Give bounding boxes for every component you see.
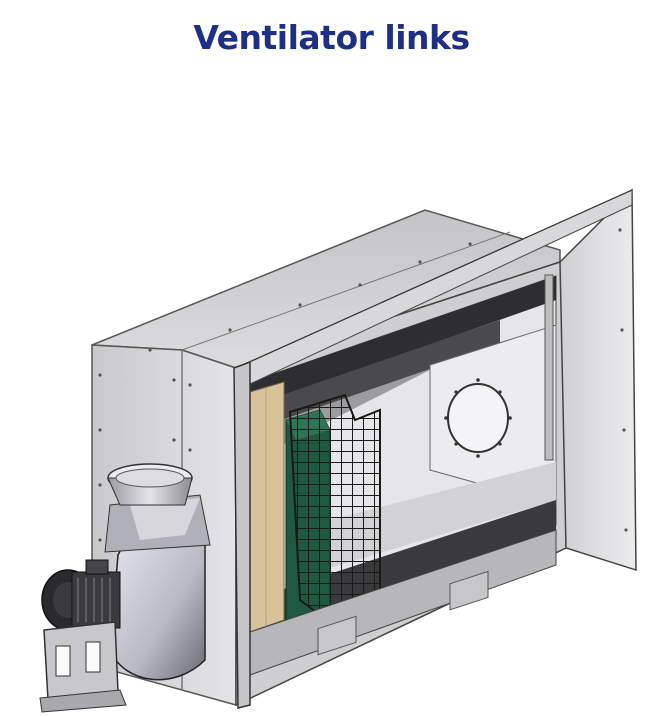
wire-mesh-filter [288,393,381,617]
page-title: Ventilator links [193,18,470,57]
front-frame-post [233,360,251,709]
wood-filter-panel [249,381,285,633]
base-skirt [249,529,557,676]
centrifugal-fan [39,463,211,713]
booth-door [235,188,637,572]
